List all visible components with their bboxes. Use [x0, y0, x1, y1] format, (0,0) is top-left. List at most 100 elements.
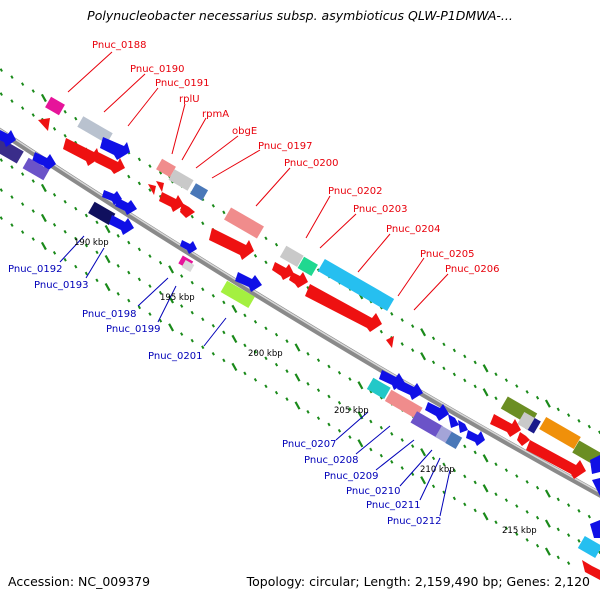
label-pnuc-0201[interactable]: Pnuc_0201 [148, 351, 202, 362]
label-pnuc-0192[interactable]: Pnuc_0192 [8, 264, 62, 275]
label-pnuc-0204[interactable]: Pnuc_0204 [386, 224, 440, 235]
gene-pnuc-0209[interactable] [410, 411, 443, 438]
gene-blue-right-edge[interactable] [590, 455, 600, 474]
accession-label: Accession: NC_009379 [8, 574, 151, 589]
gene-red-right2[interactable] [517, 432, 530, 446]
label-pnuc-0208[interactable]: Pnuc_0208 [304, 455, 358, 466]
tick-dash [63, 109, 67, 114]
label-pnuc-0202[interactable]: Pnuc_0202 [328, 186, 382, 197]
label-pnuc-0203[interactable]: Pnuc_0203 [353, 204, 407, 215]
gene-red-small-a[interactable] [148, 184, 156, 195]
gene-pnuc-0211[interactable] [445, 431, 463, 450]
label-pnuc-0209[interactable]: Pnuc_0209 [324, 471, 378, 482]
label-pnuc-0191[interactable]: Pnuc_0191 [155, 78, 209, 89]
label-pnuc-0212[interactable]: Pnuc_0212 [387, 516, 441, 527]
gene-pnuc-0198[interactable] [180, 240, 197, 254]
tick-dash [190, 338, 194, 343]
tick-dash [222, 300, 226, 305]
gene-pnuc-0204[interactable] [305, 284, 382, 332]
gene-blue-209b[interactable] [448, 414, 459, 428]
gene-cyan-far[interactable] [577, 535, 600, 559]
gene-navy-left[interactable] [0, 138, 24, 164]
tick-dash [74, 116, 78, 121]
tick-dash [168, 265, 175, 274]
gene-blue-193b[interactable] [109, 215, 134, 235]
gene-obgE[interactable] [159, 192, 184, 212]
gene-pnuc-0188[interactable] [45, 96, 65, 116]
tick-dash [525, 480, 529, 484]
label-pnuc-0211[interactable]: Pnuc_0211 [366, 500, 420, 511]
gene-pnuc-0202[interactable] [297, 256, 318, 277]
gene-red-200[interactable] [272, 262, 294, 280]
gene-pnuc-0200[interactable] [279, 245, 304, 268]
label-pnuc-0205[interactable]: Pnuc_0205 [420, 249, 474, 260]
gene-pnuc-0205[interactable] [386, 336, 394, 348]
gene-pnuc-0212[interactable] [466, 430, 485, 446]
tick-dash [211, 323, 215, 328]
gene-pnuc-0207[interactable] [366, 377, 391, 400]
gene-red-far[interactable] [582, 560, 600, 580]
gene-rpmA[interactable] [189, 183, 209, 201]
gene-navy-right[interactable] [525, 416, 541, 434]
gene-pnuc-0191[interactable] [156, 158, 176, 178]
label-pnuc-0197[interactable]: Pnuc_0197 [258, 141, 312, 152]
tick-dash [52, 193, 57, 197]
tick-dash [116, 264, 120, 268]
gene-blue-208[interactable] [425, 402, 449, 421]
gene-blue-209c[interactable] [458, 420, 468, 433]
gene-pnuc-0203[interactable] [317, 258, 395, 312]
gene-red-2[interactable] [95, 152, 125, 174]
label-pnuc-0206[interactable]: Pnuc_0206 [445, 264, 499, 275]
label-rplU[interactable]: rplU [179, 94, 200, 105]
label-obgE[interactable]: obgE [232, 126, 257, 137]
gene-red-obg2[interactable] [180, 203, 195, 218]
tick-dash [211, 351, 215, 356]
tick-dash [104, 254, 111, 264]
gene-pnuc-0190b[interactable] [100, 137, 130, 160]
gene-pnuc-0208[interactable] [384, 389, 423, 420]
gene-red-right3[interactable] [526, 440, 586, 479]
tick-dash [20, 172, 25, 176]
gene-blue-right-edge2[interactable] [592, 478, 600, 496]
gene-pnuc-0199b[interactable] [181, 260, 195, 272]
gene-red-right1[interactable] [490, 414, 521, 437]
gene-blue-left[interactable] [32, 152, 56, 172]
label-pnuc-0207[interactable]: Pnuc_0207 [282, 439, 336, 450]
tick-dash [535, 485, 540, 490]
label-pnuc-0190[interactable]: Pnuc_0190 [130, 64, 184, 75]
gene-pnuc-0197-red[interactable] [209, 228, 254, 260]
tick-dash [400, 342, 404, 346]
gene-blue-206b[interactable] [397, 380, 423, 400]
gene-rplU[interactable] [168, 169, 194, 191]
genome-title: Polynucleobacter necessarius subsp. asym… [87, 8, 513, 23]
tick-dash [316, 388, 321, 393]
gene-purple-left[interactable] [22, 157, 50, 181]
label-pnuc-0210[interactable]: Pnuc_0210 [346, 486, 400, 497]
label-rpmA[interactable]: rpmA [202, 109, 229, 120]
gene-pnuc-0197[interactable] [224, 207, 264, 239]
gene-pnuc-0201b[interactable] [235, 272, 262, 292]
tick-dash [285, 397, 289, 401]
gene-blue-far[interactable] [590, 520, 600, 538]
gene-pnuc-0190[interactable] [77, 116, 113, 144]
label-pnuc-0198[interactable]: Pnuc_0198 [82, 309, 136, 320]
tick-dash [74, 236, 78, 241]
gene-red-202[interactable] [289, 272, 308, 288]
label-pnuc-0188[interactable]: Pnuc_0188 [92, 40, 146, 51]
gene-arrow[interactable] [38, 118, 50, 131]
gene-orange[interactable] [539, 416, 581, 450]
label-pnuc-0200[interactable]: Pnuc_0200 [284, 158, 338, 169]
tick-dash [442, 342, 446, 347]
gene-pnuc-0193[interactable] [88, 201, 116, 226]
tick-dash [148, 254, 152, 258]
label-pnuc-0193[interactable]: Pnuc_0193 [34, 280, 88, 291]
gene-grey-right[interactable] [517, 411, 535, 431]
tick-dash [40, 213, 47, 223]
label-pnuc-0199[interactable]: Pnuc_0199 [106, 324, 160, 335]
gene-red-1[interactable] [63, 138, 100, 166]
gene-pnuc-0201[interactable] [220, 280, 255, 309]
tick-dash [327, 422, 331, 427]
gene-blue-left2[interactable] [0, 128, 16, 147]
gene-pnuc-0193a[interactable] [115, 198, 137, 215]
gene-red-small-b[interactable] [156, 181, 164, 192]
